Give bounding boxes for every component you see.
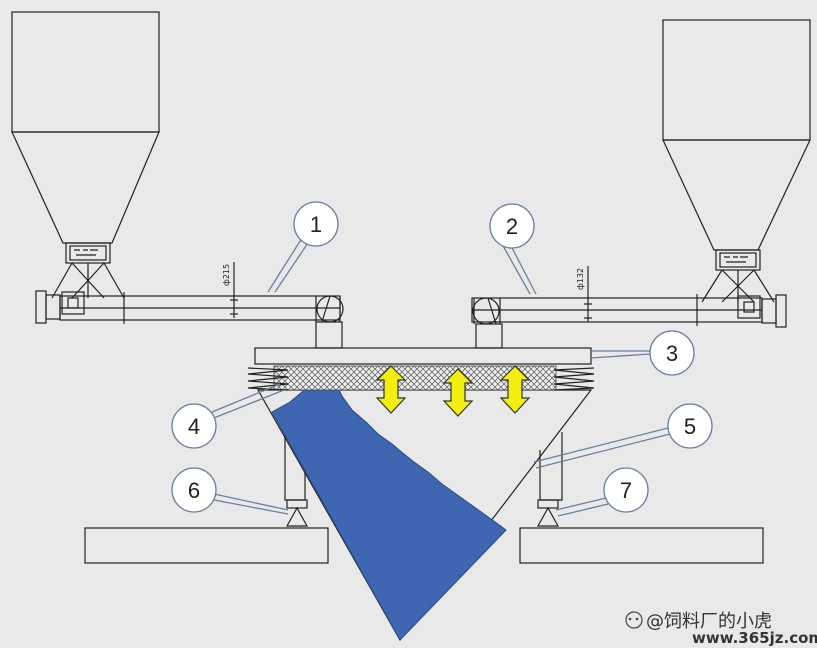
right-silo (662, 19, 811, 271)
top-cover-plate (254, 347, 592, 365)
left-silo (11, 11, 160, 264)
right-screw-conveyor: ф132 (471, 266, 787, 349)
vibration-arrow (499, 365, 531, 414)
callout-label: 5 (684, 414, 696, 439)
callout-2: 2 (489, 203, 537, 295)
callout-4: 4 (171, 383, 285, 449)
watermark-handle: @饲料厂的小虎 (646, 611, 772, 632)
right-screw-frame (701, 269, 775, 319)
callout-label: 4 (188, 414, 200, 439)
left-spring (247, 367, 289, 391)
vibration-arrow (375, 365, 407, 414)
watermark: @饲料厂的小虎 www.365jz.com (625, 611, 817, 647)
left-support-foot (285, 506, 309, 527)
right-conveyor-mark: ф132 (576, 268, 585, 290)
vibration-arrows (375, 365, 531, 417)
right-foundation (519, 527, 764, 564)
callout-label: 7 (620, 478, 632, 503)
right-foot-plate (537, 499, 559, 509)
callout-label: 2 (506, 214, 518, 239)
left-foot-plate (286, 499, 308, 509)
watermark-site: www.365jz.com (692, 629, 817, 647)
left-screw-conveyor: ф215 (35, 262, 344, 349)
callout-5: 5 (533, 403, 713, 469)
right-support-foot (536, 506, 560, 527)
callout-label: 6 (188, 478, 200, 503)
right-spring (553, 367, 595, 391)
wechat-icon (625, 611, 643, 629)
left-conveyor-mark: ф215 (222, 264, 231, 286)
left-foundation (84, 527, 329, 564)
callout-3: 3 (590, 330, 695, 376)
callout-label: 3 (666, 341, 678, 366)
callout-7: 7 (555, 467, 649, 517)
left-screw-frame (51, 262, 125, 315)
callout-label: 1 (310, 212, 322, 237)
callout-6: 6 (171, 467, 289, 515)
callout-1: 1 (267, 201, 339, 293)
vibration-arrow (442, 368, 474, 417)
